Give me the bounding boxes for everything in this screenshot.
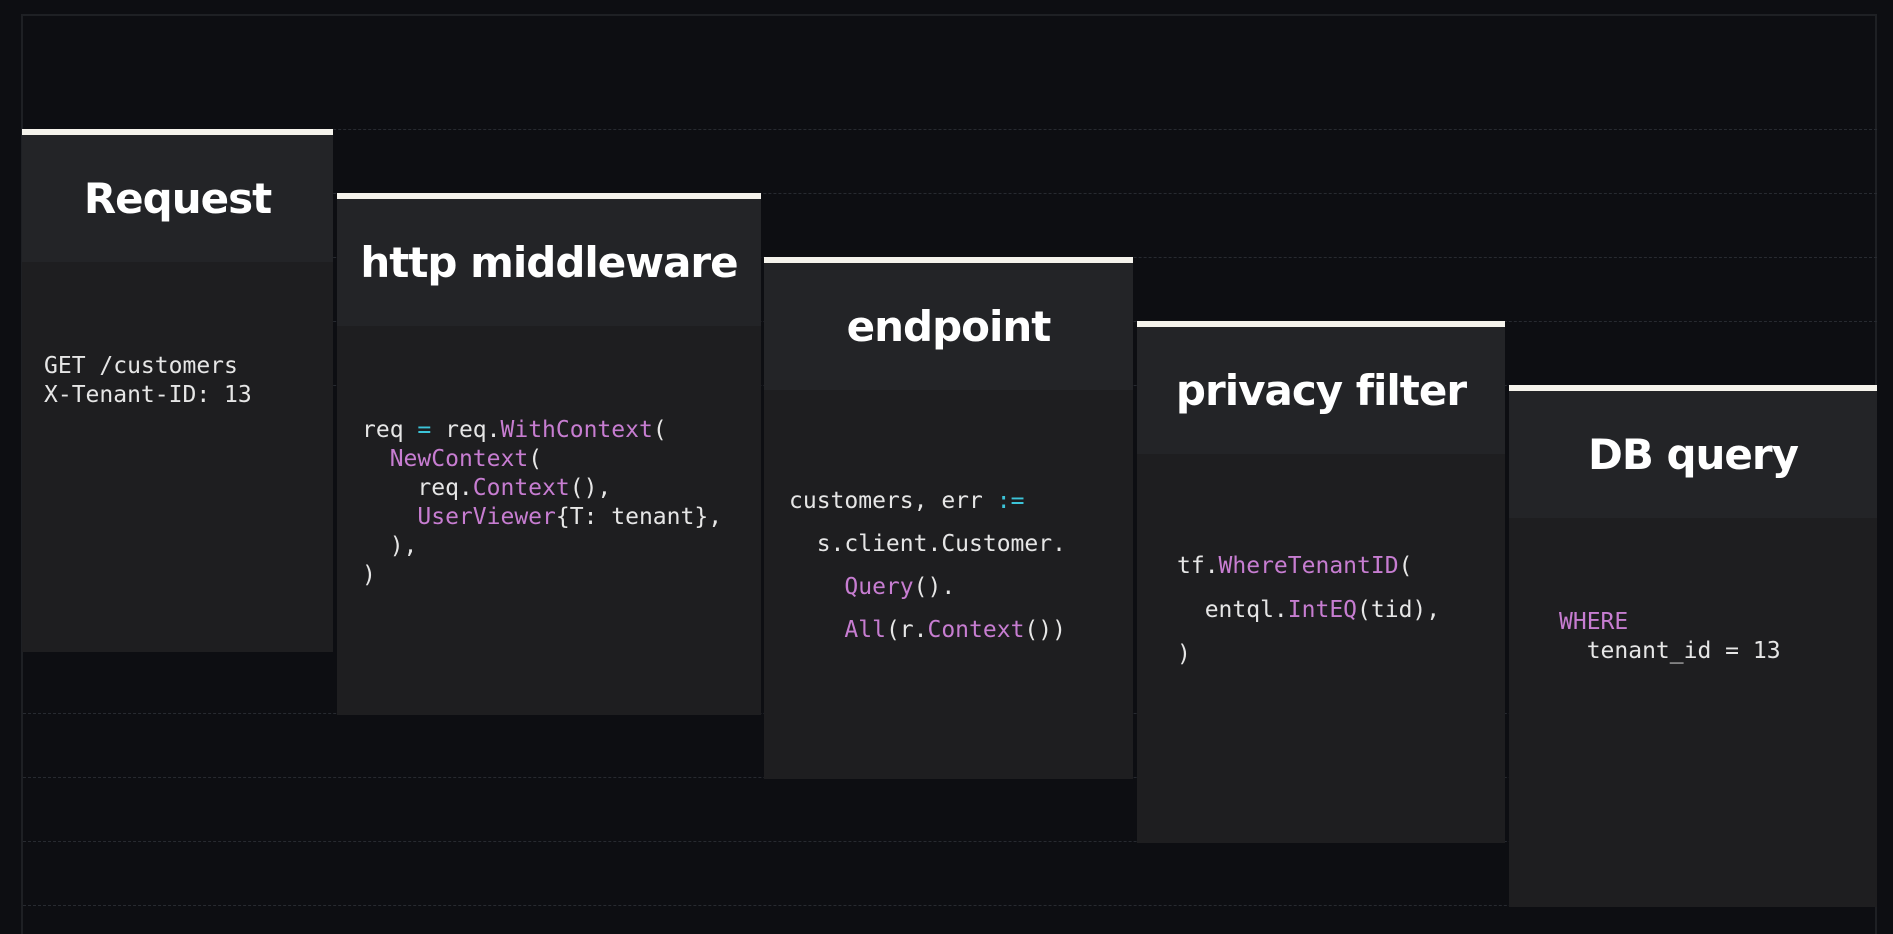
stage-title: http middleware [360,238,738,287]
stage-privacy-filter: privacy filter tf.WhereTenantID( entql.I… [1137,321,1505,843]
code-line: ) [362,561,722,590]
code-token: entql. [1177,597,1288,623]
code-line: X-Tenant-ID: 13 [44,381,252,410]
guide-line [23,841,1877,842]
code-operator-token: := [996,488,1025,514]
guide-line [23,193,1877,194]
code-function-token: UserViewer [417,504,556,530]
code-line: customers, err := [789,480,1066,523]
code-token: ( [528,446,543,472]
code-token: (). [913,574,956,600]
stage-title: endpoint [846,302,1052,351]
code-token: X-Tenant-ID: 13 [44,382,252,408]
stage-title: Request [83,174,272,223]
code-token: ) [362,562,376,588]
code-line: ) [1177,632,1440,676]
code-token: req. [362,475,473,501]
code-token: GET /customers [44,353,238,379]
code-line: tenant_id = 13 [1559,637,1781,666]
stage-header: Request [22,135,333,262]
code-line: entql.IntEQ(tid), [1177,588,1440,632]
stage-title: privacy filter [1175,366,1467,415]
stage-db-query: DB query WHERE tenant_id = 13 [1509,385,1877,907]
code-block: tf.WhereTenantID( entql.IntEQ(tid),) [1177,544,1440,676]
code-function-token: NewContext [389,446,529,472]
code-function-token: Query [844,574,914,600]
code-token: ( [1398,553,1413,579]
code-function-token: WHERE [1559,609,1629,635]
code-line: ), [362,532,722,561]
code-token [789,574,844,600]
code-token [789,617,844,643]
code-token: (tid), [1357,597,1441,623]
code-token: ( [652,417,667,443]
code-function-token: IntEQ [1287,597,1358,623]
stage-header: http middleware [337,199,761,326]
code-function-token: WithContext [500,417,653,443]
code-token: (r. [885,617,928,643]
guide-line [23,905,1877,906]
code-function-token: Context [927,617,1025,643]
stage-endpoint: endpoint customers, err := s.client.Cust… [764,257,1133,779]
code-line: All(r.Context()) [789,609,1066,652]
code-token: tf. [1177,553,1219,579]
code-token: {T: tenant}, [555,504,723,530]
code-line: s.client.Customer. [789,523,1066,566]
code-token: s.client.Customer. [789,531,1066,557]
code-block: req = req.WithContext( NewContext( req.C… [362,416,722,590]
code-function-token: All [844,617,886,643]
stage-header: privacy filter [1137,327,1505,454]
code-token: ) [1177,641,1191,667]
code-token [362,504,417,530]
code-line: GET /customers [44,352,252,381]
code-token: ()) [1024,617,1066,643]
stage-header: endpoint [764,263,1133,390]
code-line: WHERE [1559,608,1781,637]
code-block: WHERE tenant_id = 13 [1559,608,1781,666]
code-token: customers, err [789,488,997,514]
stage-header: DB query [1509,391,1877,518]
code-token [362,446,390,472]
code-line: NewContext( [362,445,722,474]
code-line: Query(). [789,566,1066,609]
code-token: (), [569,475,612,501]
code-token: req. [431,417,501,443]
code-block: customers, err := s.client.Customer. Que… [789,480,1066,652]
code-line: req = req.WithContext( [362,416,722,445]
code-token: tenant_id = 13 [1559,638,1781,664]
code-line: UserViewer{T: tenant}, [362,503,722,532]
guide-line [23,129,1877,130]
code-token: ), [362,533,418,559]
code-token: req [362,417,418,443]
code-line: tf.WhereTenantID( [1177,544,1440,588]
code-function-token: WhereTenantID [1218,553,1399,579]
stage-title: DB query [1587,430,1799,479]
code-operator-token: = [417,417,432,443]
code-line: req.Context(), [362,474,722,503]
code-function-token: Context [472,475,570,501]
stage-http-middleware: http middleware req = req.WithContext( N… [337,193,761,715]
